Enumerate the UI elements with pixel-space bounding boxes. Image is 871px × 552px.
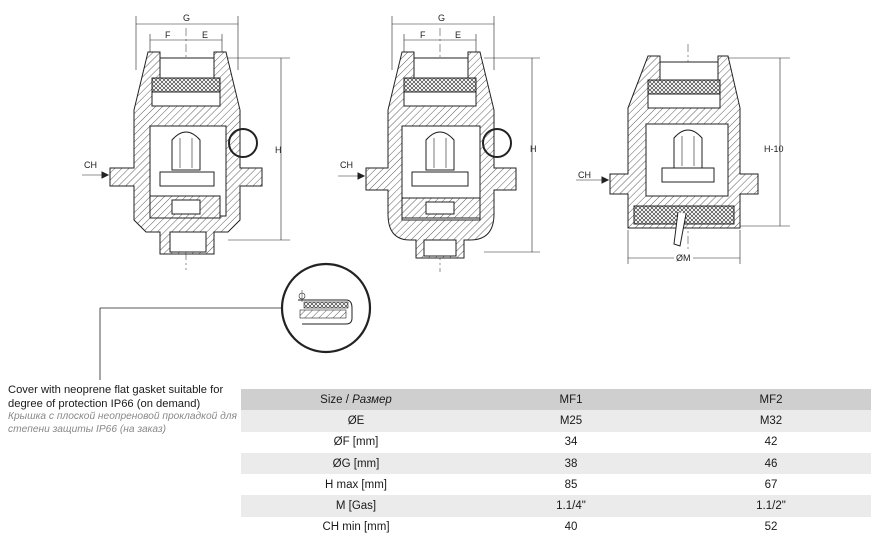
cell-mf2: 46 [764,457,778,470]
caption-ru: Крышка с плоской неопреновой прокладкой … [8,411,237,435]
technical-drawing [82,16,790,380]
table-row: ØF [mm] 34 42 [241,431,871,453]
section-view-3 [576,44,790,264]
header-size-en: Size [320,393,343,406]
dim-label-f: F [165,30,171,40]
dim-label-h10: H-10 [764,144,784,154]
cell-mf1: 40 [564,521,578,534]
dim-label-e: E [202,30,209,40]
caption-en: Cover with neoprene flat gasket suitable… [8,384,224,410]
cell-mf2: 1.1/2" [756,500,786,513]
dim-label-e: E [455,30,462,40]
dim-label-ch: CH [578,170,591,180]
section-view-2 [338,16,540,272]
cell-mf1: 38 [564,457,578,470]
row-label: H max [mm] [325,478,387,491]
cell-mf1: 85 [564,478,578,491]
table-row: H max [mm] 85 67 [241,474,871,496]
table-row: M [Gas] 1.1/4" 1.1/2" [241,495,871,517]
cell-mf2: 52 [764,521,778,534]
header-size: Size / Размер [241,389,471,410]
cell-mf2: 42 [764,436,778,449]
dim-label-ch: CH [340,160,353,170]
dim-label-h: H [530,144,537,154]
cell-mf1: 1.1/4" [556,500,586,513]
section-view-1 [82,16,290,270]
table-row: ØG [mm] 38 46 [241,452,871,475]
row-label: ØE [347,414,365,427]
gasket-detail-callout [99,262,372,380]
cell-mf2: 67 [764,478,778,491]
row-label: ØF [mm] [333,436,379,449]
cell-mf2: M32 [759,414,783,427]
dim-label-h: H [275,145,282,155]
row-label: M [Gas] [335,500,377,513]
header-mf1: MF1 [559,393,583,406]
dim-label-g: G [183,13,191,23]
row-label: CH min [mm] [322,521,390,534]
header-size-sep: / [342,393,353,406]
table-row: CH min [mm] 40 52 [241,516,871,539]
dim-label-f: F [420,30,426,40]
gasket-caption: Cover with neoprene flat gasket suitable… [8,384,240,436]
spec-table: Size / Размер MF1 MF2 ØE M25 M32 ØF [mm]… [241,389,871,539]
dim-label-g: G [438,13,446,23]
dim-label-om: ØM [674,253,693,263]
cell-mf1: 34 [564,436,578,449]
header-mf2: MF2 [759,393,783,406]
header-size-ru: Размер [352,393,392,406]
dim-label-ch: CH [84,160,97,170]
cell-mf1: M25 [559,414,583,427]
table-row: ØE M25 M32 [241,410,871,432]
table-header-row: Size / Размер MF1 MF2 [241,389,871,411]
row-label: ØG [mm] [332,457,380,470]
